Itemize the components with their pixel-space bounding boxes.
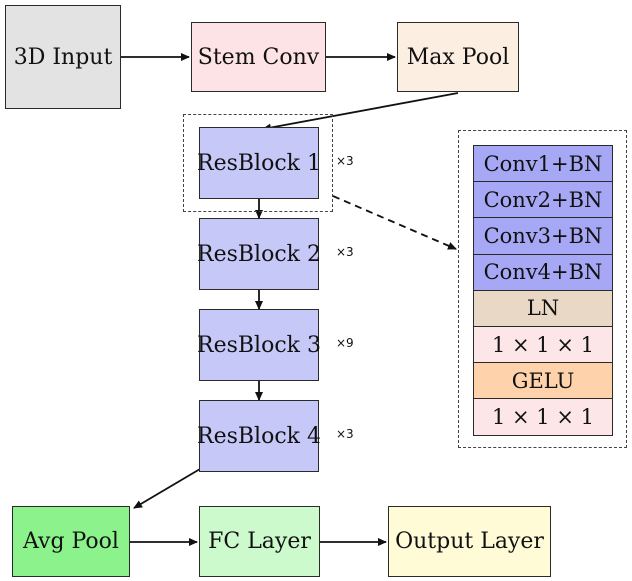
stem-conv-label: Stem Conv xyxy=(197,44,320,70)
arrow-res4-to-avgpool xyxy=(133,468,201,509)
fc-layer-box: FC Layer xyxy=(199,506,320,577)
resblock-4-label: ResBlock 4 xyxy=(197,423,321,449)
output-layer-box: Output Layer xyxy=(388,506,551,577)
conv-bn-layer: Conv4+BN xyxy=(473,253,613,291)
resblock-detail-frame xyxy=(458,130,627,448)
fc-layer-label: FC Layer xyxy=(208,529,311,554)
pointwise-conv-layer: 1 × 1 × 1 xyxy=(473,398,613,436)
resblock-2-label: ResBlock 2 xyxy=(197,241,321,267)
pointwise-conv-layer: 1 × 1 × 1 xyxy=(473,326,613,364)
conv-bn-layer: Conv1+BN xyxy=(473,145,613,183)
resblock-3-label: ResBlock 3 xyxy=(197,332,321,358)
avg-pool-label: Avg Pool xyxy=(23,529,119,554)
dashed-arrow-res1-to-detail xyxy=(332,195,457,250)
output-layer-label: Output Layer xyxy=(395,529,544,554)
layer-norm: LN xyxy=(473,289,613,327)
resblock-4-repeat: ×3 xyxy=(336,427,354,441)
resblock-4-box: ResBlock 4 xyxy=(197,400,321,472)
resblock-3-box: ResBlock 3 xyxy=(197,309,321,381)
resblock1-highlight-frame xyxy=(183,114,333,212)
pointwise-conv-layer-label: 1 × 1 × 1 xyxy=(492,332,594,357)
resblock-2-box: ResBlock 2 xyxy=(197,218,321,290)
stem-conv-box: Stem Conv xyxy=(191,22,326,92)
conv-bn-layer-label: Conv1+BN xyxy=(483,151,603,176)
resblock-1-box: ResBlock 1 xyxy=(197,127,321,199)
conv-bn-layer: Conv2+BN xyxy=(473,181,613,219)
gelu-activation-label: GELU xyxy=(511,368,575,393)
resblock-1-label: ResBlock 1 xyxy=(197,150,321,176)
max-pool-label: Max Pool xyxy=(406,44,510,70)
input-label: 3D Input xyxy=(13,44,113,70)
input-box: 3D Input xyxy=(5,5,121,109)
avg-pool-box: Avg Pool xyxy=(12,506,130,577)
pointwise-conv-layer-label: 1 × 1 × 1 xyxy=(492,404,594,429)
resblock-1-repeat: ×3 xyxy=(336,154,354,168)
max-pool-box: Max Pool xyxy=(397,22,519,92)
conv-bn-layer-label: Conv4+BN xyxy=(483,260,603,285)
arrow-maxpool-to-res1 xyxy=(262,92,459,132)
conv-bn-layer-label: Conv3+BN xyxy=(483,223,603,248)
layer-norm-label: LN xyxy=(526,296,560,321)
gelu-activation: GELU xyxy=(473,362,613,400)
conv-bn-layer-label: Conv2+BN xyxy=(483,187,603,212)
resblock-3-repeat: ×9 xyxy=(336,336,354,350)
resblock-2-repeat: ×3 xyxy=(336,245,354,259)
conv-bn-layer: Conv3+BN xyxy=(473,217,613,255)
